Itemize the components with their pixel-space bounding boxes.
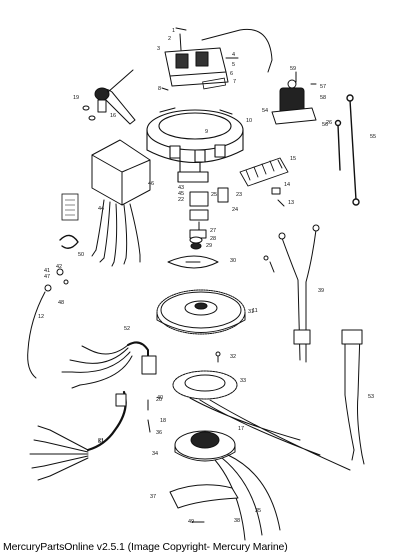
callout-label: 7 xyxy=(233,79,236,85)
coil-bracket-part xyxy=(189,187,229,250)
callout-label: 10 xyxy=(246,118,252,124)
callout-label: 17 xyxy=(238,426,244,432)
callout-label: 18 xyxy=(160,418,166,424)
callout-label: 22 xyxy=(178,197,184,203)
callout-label: 33 xyxy=(240,378,246,384)
callout-label: 49 xyxy=(188,519,194,525)
stator-part xyxy=(172,370,351,471)
callout-label: 20 xyxy=(156,397,162,403)
callout-label: 32 xyxy=(230,354,236,360)
callout-label: 57 xyxy=(320,84,326,90)
image-caption: MercuryPartsOnline v2.5.1 (Image Copyrig… xyxy=(3,541,288,553)
retainer-part xyxy=(169,484,239,509)
battery-cables xyxy=(334,94,360,206)
callout-label: 2 xyxy=(168,36,171,42)
callout-label: 21 xyxy=(98,438,104,444)
callout-label: 25 xyxy=(211,192,217,198)
callout-label: 3 xyxy=(157,46,160,52)
callout-label: 5 xyxy=(232,62,235,68)
harness-39-part xyxy=(278,224,320,363)
callout-label: 19 xyxy=(73,95,79,101)
callout-label: 48 xyxy=(58,300,64,306)
callout-label: 28 xyxy=(210,236,216,242)
callout-label: 44 xyxy=(98,206,104,212)
callout-label: 16 xyxy=(110,113,116,119)
harness-51-part xyxy=(29,390,127,481)
callout-label: 26 xyxy=(326,120,332,126)
callout-label: 54 xyxy=(262,108,268,114)
callout-label: 27 xyxy=(210,228,216,234)
callout-label: 43 xyxy=(178,185,184,191)
callout-label: 1 xyxy=(172,28,175,34)
stator-plate-part xyxy=(146,107,244,183)
callout-label: 40 xyxy=(157,395,163,401)
callout-label: 50 xyxy=(78,252,84,258)
callout-label: 39 xyxy=(318,288,324,294)
callout-label: 42 xyxy=(56,264,62,270)
callout-label: 56 xyxy=(322,122,328,128)
callout-label: 37 xyxy=(150,494,156,500)
solenoid-part xyxy=(271,71,317,125)
callout-labels: 1 2 3 4 5 6 7 8 9 10 11 12 13 14 15 16 1… xyxy=(38,28,376,525)
callout-label: 15 xyxy=(290,156,296,162)
callout-label: 14 xyxy=(284,182,290,188)
callout-label: 46 xyxy=(148,181,154,187)
callout-label: 41 xyxy=(44,268,50,274)
lead-12-part xyxy=(27,284,52,379)
callout-label: 23 xyxy=(236,192,242,198)
callout-label: 12 xyxy=(38,314,44,320)
callout-label: 53 xyxy=(368,394,374,400)
label-plate-part xyxy=(61,193,79,221)
callout-label: 9 xyxy=(205,129,208,135)
callout-label: 59 xyxy=(290,66,296,72)
trigger-part xyxy=(174,430,281,541)
callout-label: 55 xyxy=(370,134,376,140)
callout-label: 30 xyxy=(230,258,236,264)
callout-label: 45 xyxy=(178,191,184,197)
callout-label: 24 xyxy=(232,207,238,213)
callout-label: 31 xyxy=(248,309,254,315)
callout-label: 8 xyxy=(158,86,161,92)
throttle-arm-part xyxy=(82,69,136,125)
callout-label: 36 xyxy=(156,430,162,436)
clamp-50-part xyxy=(59,234,79,249)
callout-label: 13 xyxy=(288,200,294,206)
callout-label: 34 xyxy=(152,451,158,457)
switch-box-part xyxy=(91,139,151,267)
callout-label: 11 xyxy=(252,308,258,314)
callout-label: 38 xyxy=(234,518,240,524)
small-hardware xyxy=(56,87,285,523)
flywheel-part xyxy=(156,289,246,335)
callout-label: 47 xyxy=(44,274,50,280)
terminal-strip-part xyxy=(239,157,289,187)
callout-label: 52 xyxy=(124,326,130,332)
callout-label: 6 xyxy=(230,71,233,77)
top-cover-part xyxy=(164,27,273,87)
harness-52-part xyxy=(61,341,157,389)
callout-label: 58 xyxy=(320,95,326,101)
callout-label: 29 xyxy=(206,243,212,249)
trigger-plate-part xyxy=(167,255,219,269)
harness-53-part xyxy=(341,329,365,465)
decal-part xyxy=(202,77,226,90)
callout-label: 4 xyxy=(232,52,235,58)
callout-label: 51 xyxy=(98,439,104,445)
callout-label: 35 xyxy=(255,508,261,514)
